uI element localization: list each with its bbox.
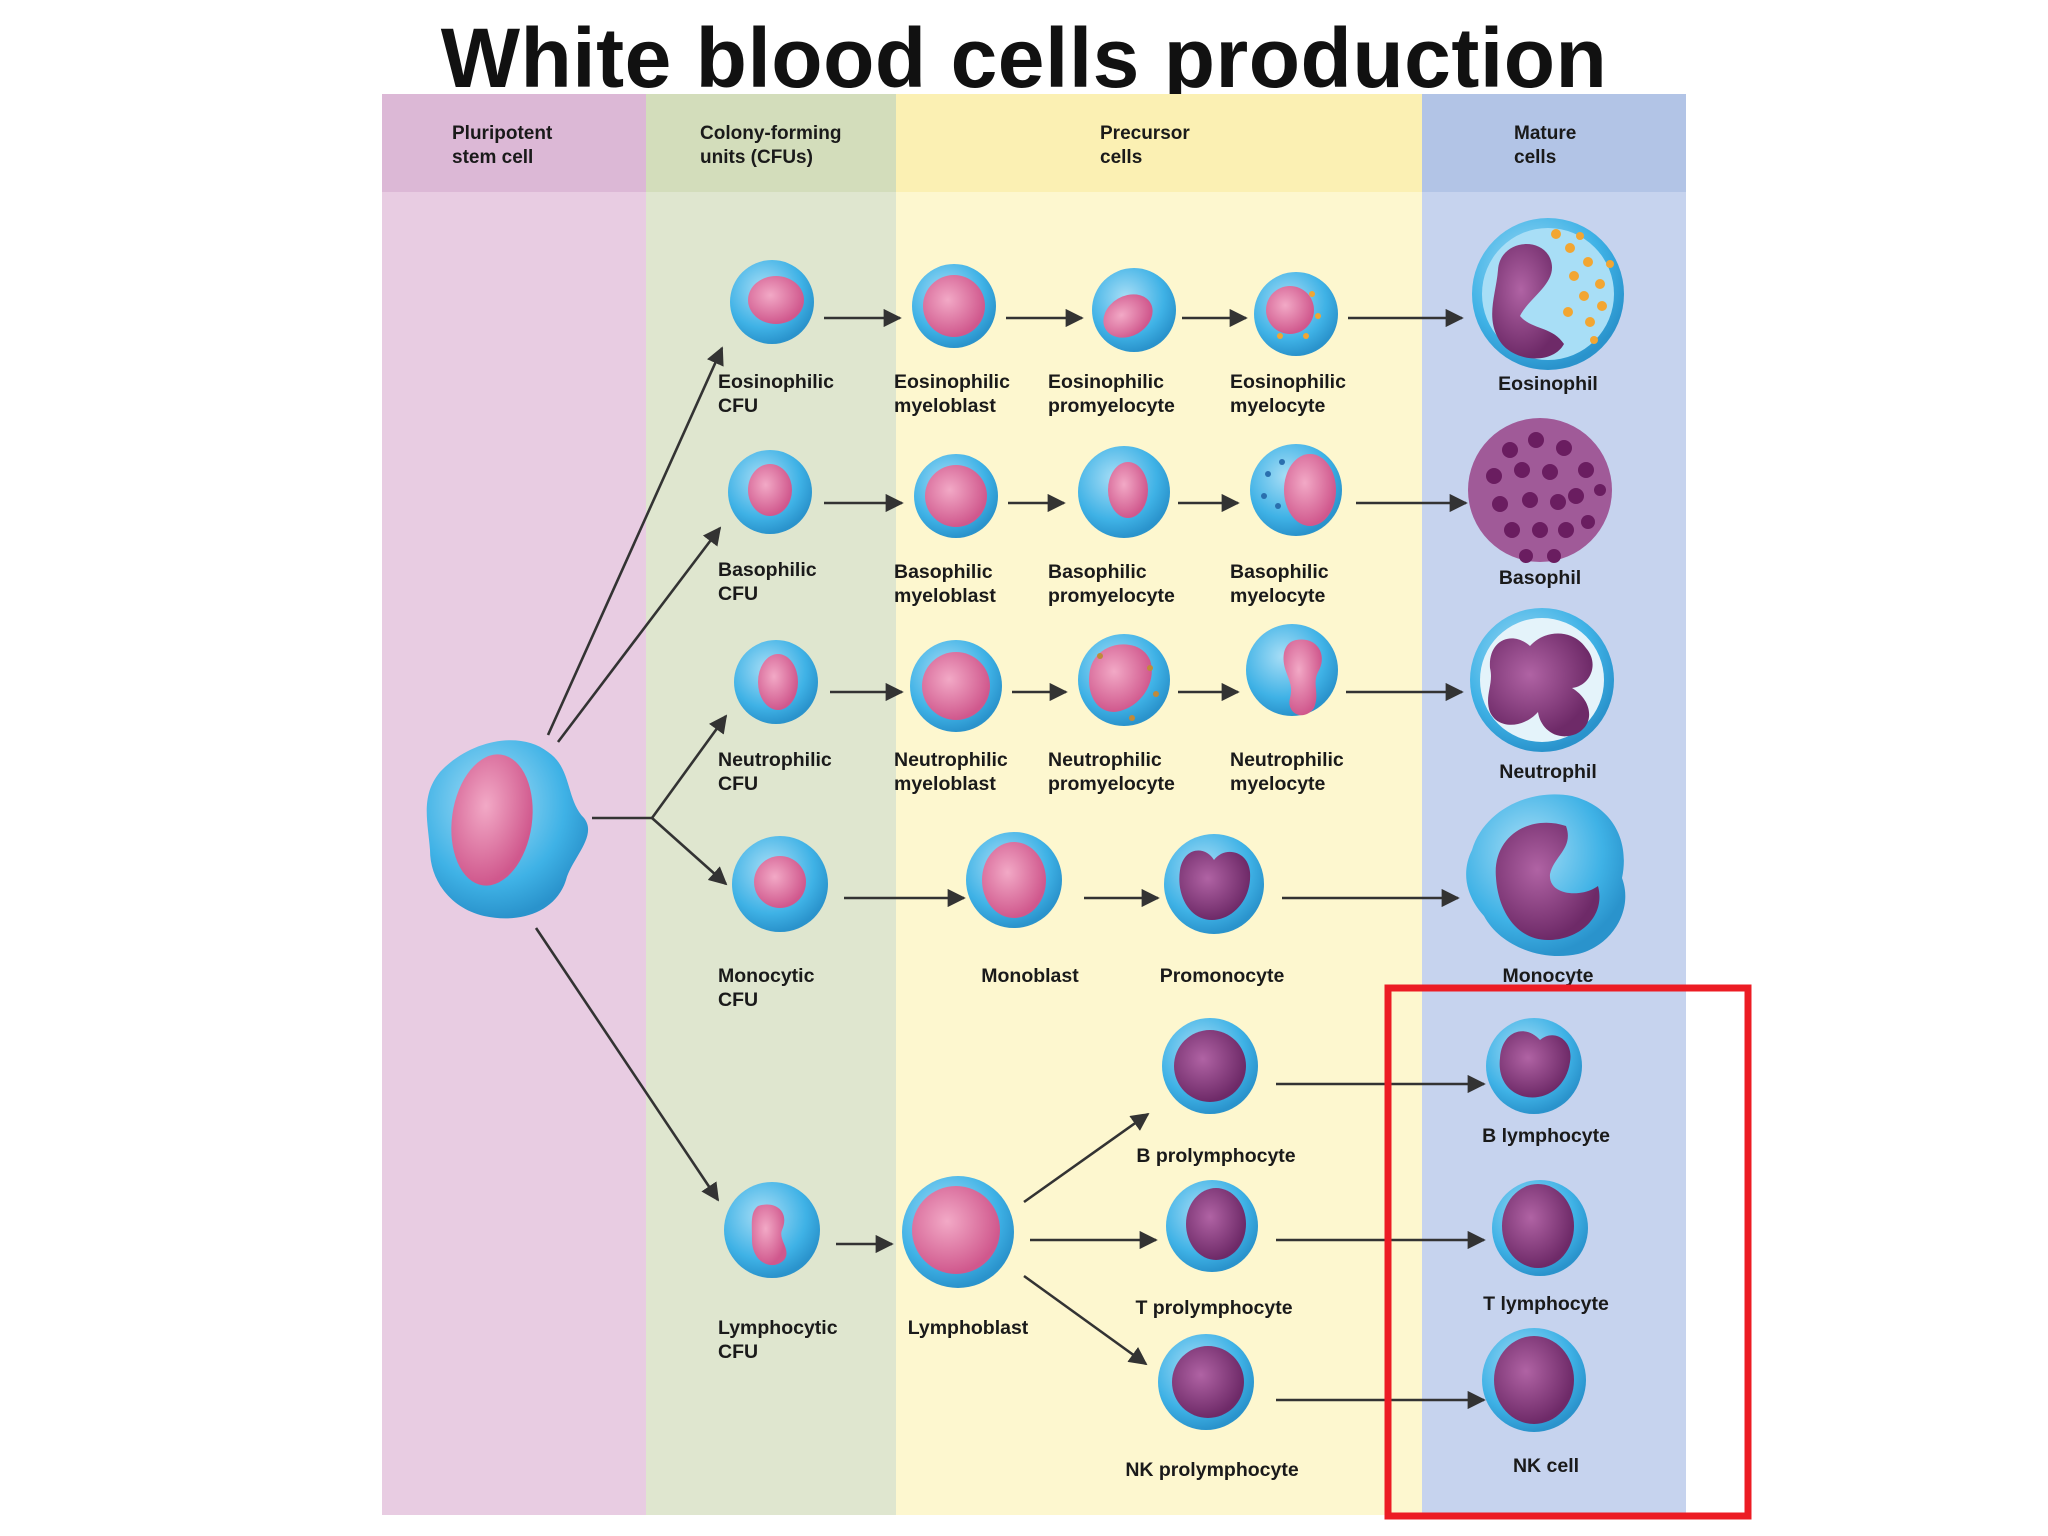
basophilic-myelocyte-cell	[1250, 444, 1342, 536]
nk-cell	[1482, 1328, 1586, 1432]
b-lymphocyte-cell	[1486, 1018, 1582, 1114]
basophilic-myeloblast-cell	[914, 454, 998, 538]
neutrophilic-promyelocyte-cell	[1078, 634, 1170, 726]
monoblast-cell	[966, 832, 1062, 928]
lymphoblast-cell	[902, 1176, 1014, 1288]
arrows	[534, 308, 1486, 1410]
label-b-lymphocyte: B lymphocyte	[1482, 1125, 1610, 1147]
neutrophilic-myelocyte-cell	[1246, 624, 1338, 716]
label-t-prolymphocyte: T prolymphocyte	[1135, 1297, 1292, 1319]
label-promonocyte: Promonocyte	[1160, 965, 1285, 987]
eosinophilic-promyelocyte-cell	[1092, 268, 1176, 352]
basophilic-cfu-cell	[728, 450, 812, 534]
label-t-lymphocyte: T lymphocyte	[1483, 1293, 1609, 1315]
eosinophilic-myeloblast-cell	[912, 264, 996, 348]
label-nk-prolymphocyte: NK prolymphocyte	[1125, 1459, 1299, 1481]
label-basophil: Basophil	[1499, 567, 1581, 589]
precursor-header	[896, 94, 1422, 192]
lymphocytic-cfu-cell	[724, 1182, 820, 1278]
cells	[426, 218, 1626, 1432]
promonocyte-cell	[1164, 834, 1264, 934]
label-b-prolymphocyte: B prolymphocyte	[1136, 1145, 1295, 1167]
arrow-stem-to-lymph-cfu	[534, 927, 720, 1202]
neutrophilic-myeloblast-cell	[910, 640, 1002, 732]
monocytic-cfu-cell	[732, 836, 828, 932]
arrow-stem-to-neu-cfu	[650, 714, 728, 819]
basophil-cell	[1468, 418, 1612, 563]
label-lymphoblast: Lymphoblast	[908, 1317, 1029, 1339]
arrow-lymphoblast-to-nk	[1023, 1274, 1148, 1366]
label-monoblast: Monoblast	[981, 965, 1079, 987]
eosinophilic-myelocyte-cell	[1254, 272, 1338, 356]
highlight-box-lymphocytes	[1384, 984, 1752, 1520]
monocyte-cell	[1466, 794, 1626, 957]
label-nk-cell: NK cell	[1513, 1455, 1579, 1477]
arrow-stem-to-mono-cfu	[651, 817, 728, 886]
eosinophilic-cfu-cell	[730, 260, 814, 344]
label-monocyte: Monocyte	[1502, 965, 1593, 987]
b-prolymphocyte-cell	[1162, 1018, 1258, 1114]
mature-header	[1422, 94, 1686, 192]
arrow-stem-to-bas-cfu	[556, 526, 722, 743]
label-eosinophil: Eosinophil	[1498, 373, 1598, 395]
t-prolymphocyte-cell	[1166, 1180, 1258, 1272]
pluripotent-stem-cell	[426, 740, 589, 919]
arrow-stem-to-eos-cfu	[546, 346, 724, 736]
label-neutrophil: Neutrophil	[1499, 761, 1597, 783]
neutrophilic-cfu-cell	[734, 640, 818, 724]
neutrophil-cell	[1470, 608, 1614, 752]
diagram-title: White blood cells production	[440, 11, 1608, 105]
cfu-header	[646, 94, 896, 192]
arrow-lymphoblast-to-b	[1023, 1112, 1150, 1204]
basophilic-promyelocyte-cell	[1078, 446, 1170, 538]
t-lymphocyte-cell	[1492, 1180, 1588, 1276]
eosinophil-cell	[1472, 218, 1624, 370]
nk-prolymphocyte-cell	[1158, 1334, 1254, 1430]
stem-cell-header	[382, 94, 646, 192]
